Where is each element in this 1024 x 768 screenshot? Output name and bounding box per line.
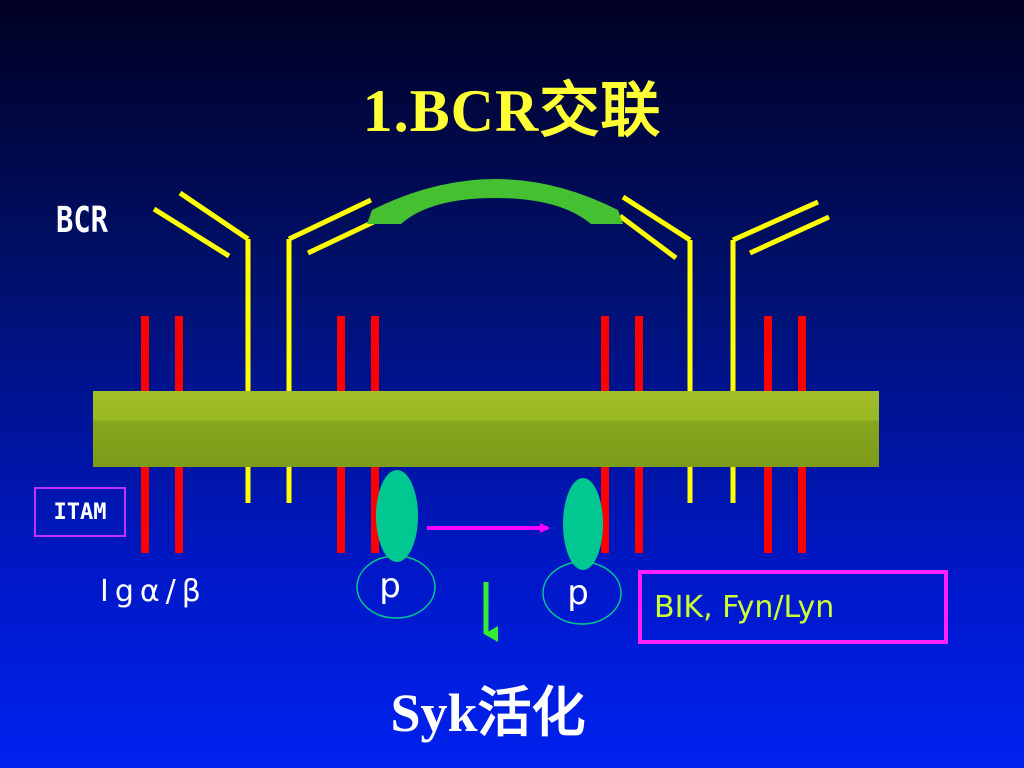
- itam-label-box: ITAM: [34, 487, 126, 537]
- cell-membrane: [93, 391, 879, 467]
- kinase-label: BIK, Fyn/Lyn: [654, 589, 835, 625]
- syk-activation-label: Syk活化: [390, 683, 586, 743]
- crosslinking-antigen: [367, 179, 623, 224]
- slide-title: 1.BCR交联: [362, 78, 662, 144]
- phospho-label-left: p: [379, 566, 401, 606]
- phospho-circle-right: [542, 561, 622, 625]
- phospho-circle-left: [356, 555, 436, 619]
- syk-oval-right: [563, 478, 603, 570]
- ig-alpha-beta-label: Igα/β: [100, 574, 207, 609]
- phospho-label-right: p: [567, 573, 589, 613]
- syk-oval-left: [376, 470, 418, 562]
- kinase-box: BIK, Fyn/Lyn: [638, 570, 948, 644]
- bcr-label: BCR: [56, 200, 109, 241]
- itam-label: ITAM: [53, 499, 107, 525]
